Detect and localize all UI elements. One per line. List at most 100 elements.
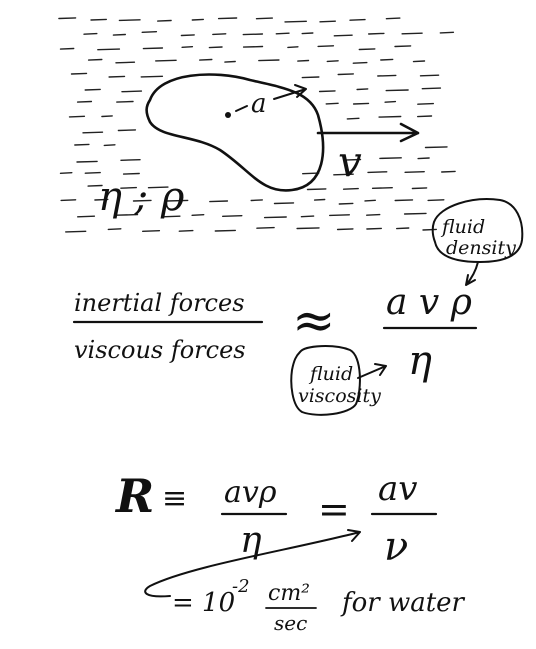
- note-prefix: = 10: [172, 588, 235, 618]
- fluid-dash: [329, 214, 350, 217]
- fluid-dash: [263, 216, 287, 219]
- fluid-dash: [208, 46, 223, 49]
- velocity-label: v: [338, 137, 362, 186]
- fluid-dash: [191, 18, 205, 21]
- fluid-dash: [256, 226, 275, 229]
- fluid-dash: [112, 33, 127, 36]
- viscosity-pointer-arrow: [357, 363, 387, 379]
- fluid-dash: [70, 72, 88, 75]
- fluid-dash: [394, 45, 412, 48]
- fluid-dash: [122, 172, 140, 175]
- fluid-dash: [84, 88, 101, 91]
- fluid-dash: [317, 45, 335, 48]
- fluid-dash: [367, 171, 388, 174]
- fluid-dash: [107, 228, 122, 231]
- reynolds-symbol: R: [114, 469, 154, 523]
- fluid-dash: [250, 199, 263, 202]
- fluid-properties-label: η ; ρ: [98, 174, 185, 220]
- fluid-dash: [156, 19, 172, 22]
- fluid-dash: [115, 213, 139, 216]
- fluid-dash: [427, 199, 445, 202]
- fluid-dash: [439, 31, 455, 34]
- fluid-dash: [424, 146, 448, 149]
- radius-line-1: [235, 105, 248, 112]
- radius-label: a: [251, 89, 267, 119]
- rhs-denominator: η: [408, 338, 432, 384]
- density-bubble: [431, 198, 524, 263]
- fluid-dash: [346, 117, 360, 120]
- viscosity-label-line2: viscosity: [298, 385, 381, 407]
- fluid-dash: [284, 20, 307, 23]
- velocity-arrow: [316, 122, 420, 143]
- fluid-dash: [364, 199, 376, 202]
- fluid-dash: [403, 212, 427, 215]
- fluid-dash: [242, 45, 264, 48]
- fluid-hatching: [58, 17, 456, 233]
- fluid-dash: [165, 199, 189, 202]
- fluid-dash: [181, 46, 194, 48]
- fluid-dash: [342, 187, 359, 190]
- fluid-dash: [191, 213, 205, 217]
- note-pointer-arrow: [144, 529, 361, 598]
- fluid-dash: [141, 31, 158, 33]
- frac2-numerator: av: [378, 469, 417, 509]
- density-label-line1: fluid: [440, 216, 485, 238]
- fluid-dash: [300, 215, 315, 218]
- fluid-dash: [178, 229, 194, 232]
- fluid-dash: [87, 58, 103, 61]
- fluid-dash: [59, 47, 75, 50]
- fluid-dash: [417, 102, 434, 105]
- fluid-dash: [141, 229, 161, 233]
- fluid-dash: [58, 17, 77, 20]
- note-suffix: for water: [340, 588, 466, 618]
- frac2-denominator: ν: [384, 524, 408, 570]
- fluid-dash: [59, 171, 73, 175]
- fluid-dash: [132, 199, 152, 202]
- fluid-dash: [212, 33, 227, 36]
- fluid-dash: [101, 115, 113, 118]
- fluid-dash: [319, 20, 336, 23]
- fluid-dash: [287, 46, 299, 49]
- fluid-dash: [336, 228, 354, 231]
- fluid-dash: [64, 230, 87, 233]
- reynolds-equation: R ≡ avρ η = av ν: [114, 469, 438, 570]
- fluid-dash: [121, 90, 143, 93]
- frac1-denominator: η: [240, 520, 262, 561]
- body-outline: [145, 73, 325, 192]
- frac1-numerator: avρ: [224, 475, 277, 510]
- fluid-dash: [366, 213, 381, 216]
- approx-symbol: ≈: [292, 291, 336, 351]
- fluid-dash: [349, 18, 366, 21]
- fluid-dash: [97, 48, 121, 51]
- fluid-viscosity-callout: fluid viscosity: [290, 345, 387, 416]
- fluid-dash: [74, 143, 90, 146]
- fluid-dash: [385, 17, 401, 20]
- density-pointer-arrow: [465, 261, 479, 286]
- fluid-dash: [103, 144, 116, 147]
- fluid-dash: [421, 87, 442, 90]
- fluid-dash: [417, 115, 433, 118]
- fluid-dash: [297, 59, 310, 62]
- fluid-dash: [377, 74, 397, 77]
- fluid-dash: [368, 32, 385, 35]
- fluid-dash: [352, 102, 370, 105]
- fluid-dash: [441, 170, 456, 173]
- note-unit-numerator: cm²: [268, 581, 310, 606]
- ratio-numerator: inertial forces: [74, 289, 245, 317]
- viscosity-label-line1: fluid: [308, 363, 353, 385]
- fluid-dash: [140, 75, 164, 78]
- fluid-dash: [378, 115, 402, 118]
- fluid-dash: [147, 186, 169, 189]
- fluid-dash: [94, 198, 109, 201]
- fluid-dash: [84, 171, 101, 174]
- fluid-dash: [258, 59, 280, 62]
- fluid-dash: [275, 32, 290, 35]
- viscosity-bubble: [290, 345, 361, 416]
- fluid-dash: [302, 172, 320, 175]
- fluid-dash: [90, 18, 108, 21]
- fluid-dash: [366, 227, 382, 230]
- rhs-numerator: a v ρ: [386, 282, 472, 323]
- fluid-dash: [87, 184, 103, 187]
- fluid-dash: [318, 90, 336, 93]
- force-ratio: inertial forces viscous forces ≈ a v ρ η: [72, 282, 478, 384]
